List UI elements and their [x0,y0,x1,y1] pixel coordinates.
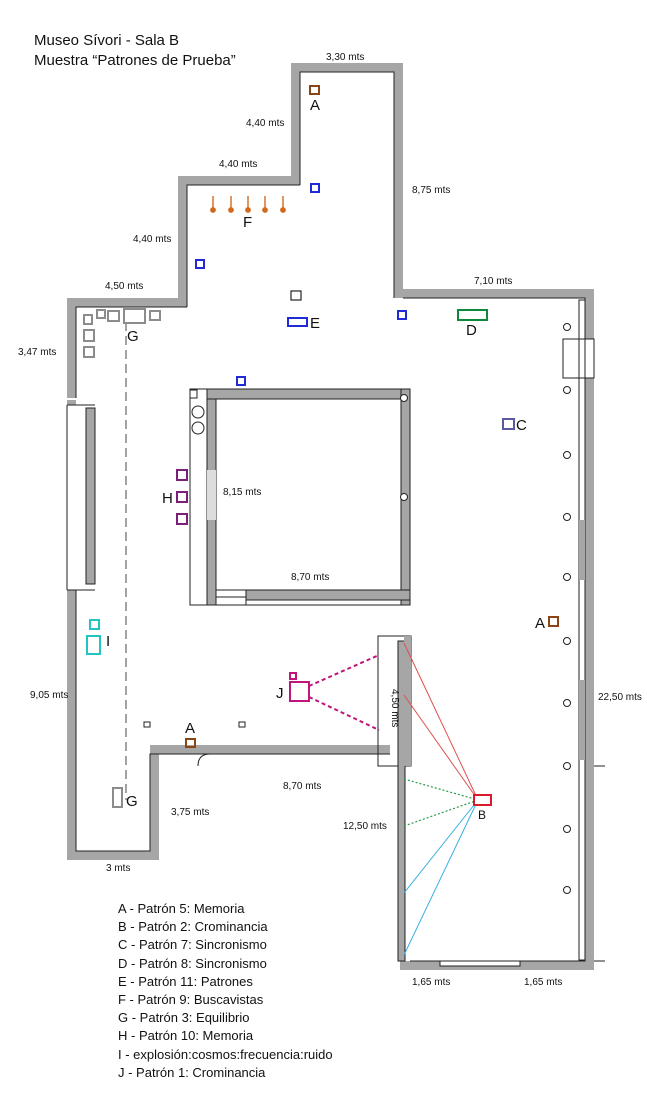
label-a-top: A [310,97,320,114]
marker-f-pendants [210,196,286,213]
label-a-bottom: A [185,720,195,737]
dim-875: 8,75 mts [412,185,450,196]
marker-i-boxes [86,619,101,655]
dim-870-room: 8,70 mts [291,572,329,583]
right-wall-details [563,299,605,962]
legend-item-a: A - Patrón 5: Memoria [118,901,245,916]
dim-450-vertical: 4,50 mts [389,689,400,727]
dim-347: 3,47 mts [18,347,56,358]
dim-440-b: 4,40 mts [219,159,257,170]
dim-905: 9,05 mts [30,690,68,701]
dim-1250: 12,50 mts [343,821,387,832]
label-b: B [478,808,486,822]
label-g-bottom: G [126,793,138,810]
dim-2250: 22,50 mts [598,692,642,703]
legend-item-h: H - Patrón 10: Memoria [118,1028,254,1044]
left-window [66,404,96,591]
blue-markers [195,183,407,386]
dim-165-a: 1,65 mts [412,977,450,988]
black-small-box [143,721,151,728]
legend-item-g: G - Patrón 3: Equilibrio [118,1010,250,1026]
marker-b [403,642,492,956]
dim-330: 3,30 mts [326,52,364,63]
label-d: D [466,322,477,339]
dim-710: 7,10 mts [474,276,512,287]
label-c: C [516,417,527,434]
marker-j [289,654,380,731]
legend-item-e: E - Patrón 11: Patrones [118,973,253,989]
outer-walls [67,63,594,970]
inner-partition [197,635,521,967]
label-a-right: A [535,615,545,632]
dim-450-top: 4,50 mts [105,281,143,292]
legend-item-i: I - explosión:cosmos:frecuencia:ruido [118,1046,333,1062]
marker-c-box [502,418,515,430]
marker-a-top-box [309,85,320,95]
marker-a-bottom-box [185,738,196,748]
dim-440-a: 4,40 mts [246,118,284,129]
legend-item-f: F - Patrón 9: Buscavistas [118,992,264,1008]
legend-item-d: D - Patrón 8: Sincronismo [118,955,267,971]
dim-375: 3,75 mts [171,807,209,818]
marker-h-boxes [176,469,188,525]
plan-subtitle: Muestra “Patrones de Prueba” [34,52,236,69]
label-i: I [106,633,110,650]
black-small-box [290,290,302,301]
dim-165-b: 1,65 mts [524,977,562,988]
black-small-box [238,721,246,728]
marker-g-boxes [83,308,161,808]
legend: A - Patrón 5: Memoria B - Patrón 2: Crom… [118,900,333,1082]
marker-d-box [457,309,488,321]
plan-title: Museo Sívori - Sala B [34,32,180,49]
label-f: F [243,214,252,231]
marker-a-right-box [548,616,559,627]
dim-3: 3 mts [106,863,130,874]
dim-440-c: 4,40 mts [133,234,171,245]
label-g-top: G [127,328,139,345]
label-h: H [162,490,173,507]
central-room [189,388,411,606]
legend-item-b: B - Patrón 2: Crominancia [118,919,268,935]
dim-870-bottom: 8,70 mts [283,781,321,792]
dim-815: 8,15 mts [223,487,261,498]
legend-item-c: C - Patrón 7: Sincronismo [118,937,267,953]
label-e: E [310,315,320,332]
label-j: J [276,685,284,702]
legend-item-j: J - Patrón 1: Crominancia [118,1064,266,1080]
